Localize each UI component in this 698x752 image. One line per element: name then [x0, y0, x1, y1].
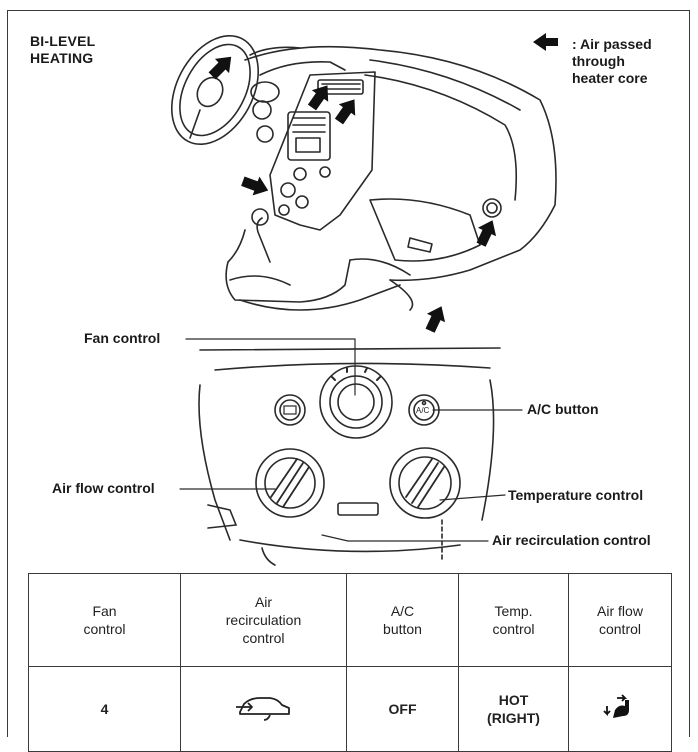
- table-row: 4 OFF HOT(RIGHT): [28, 666, 672, 752]
- fan-control-label: Fan control: [84, 330, 161, 346]
- header-temp-control: Temp.control: [458, 573, 569, 667]
- ac-button-label: A/C button: [527, 401, 599, 417]
- ac-panel-button-label: A/C: [416, 406, 430, 415]
- mode-title: BI-LEVEL HEATING: [30, 33, 96, 66]
- cell-air-flow: [568, 666, 672, 752]
- temperature-control-dial: [389, 447, 461, 519]
- air-recirculation-switch: [337, 502, 379, 516]
- cell-temp: HOT(RIGHT): [458, 666, 569, 752]
- airflow-arrow-icon: [476, 220, 497, 247]
- rear-defroster-button: [274, 394, 306, 426]
- cell-fan-speed: 4: [28, 666, 181, 752]
- car-outside-air-icon: [235, 697, 290, 721]
- air-flow-control-dial: [255, 448, 325, 518]
- airflow-arrow-icon: [208, 56, 232, 80]
- airflow-arrow-icon: [241, 176, 269, 196]
- air-recirculation-control-label: Air recirculation control: [492, 532, 651, 548]
- steering-wheel-illustration: [170, 34, 260, 146]
- airflow-arrow-icon: [334, 99, 356, 125]
- bi-level-mode-icon: [603, 694, 629, 718]
- airflow-arrow-icon: [425, 306, 446, 333]
- cell-ac-state: OFF: [346, 666, 459, 752]
- temperature-control-label: Temperature control: [508, 487, 644, 503]
- figure-frame: [7, 10, 690, 737]
- airflow-arrow-icon: [307, 85, 329, 111]
- legend-text: : Air passed through heater core: [572, 36, 652, 86]
- fan-control-dial: [319, 365, 393, 439]
- cell-recirculation: [180, 666, 347, 752]
- air-flow-control-label: Air flow control: [52, 480, 155, 496]
